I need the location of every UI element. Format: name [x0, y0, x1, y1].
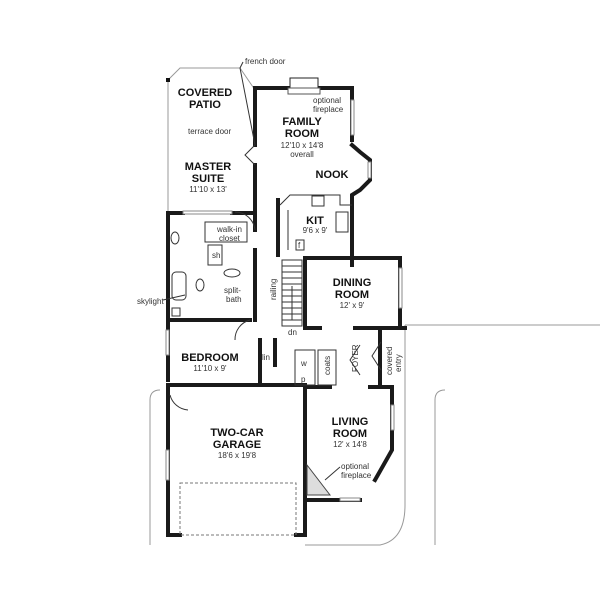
foyer-label: FOYER	[351, 344, 360, 372]
nook-label: NOOK	[316, 169, 349, 181]
kitchen-dim: 9'6 x 9'	[303, 226, 328, 235]
site-lines	[149, 324, 600, 546]
fireplace-bottom	[306, 463, 332, 496]
living-room-dim: 12' x 14'8	[333, 440, 367, 449]
family-room-label-2: ROOM	[285, 128, 319, 140]
living-room-label: LIVING	[332, 416, 369, 428]
optional-fireplace-top-note-2: fireplace	[313, 105, 344, 114]
covered-entry-note: covered	[385, 347, 394, 375]
fireplace-top	[287, 77, 321, 95]
family-room-dim: 12'10 x 14'8	[281, 141, 324, 150]
bedroom-dim: 11'10 x 9'	[193, 364, 227, 373]
covered-patio-label-2: PATIO	[189, 99, 221, 111]
closets	[294, 349, 337, 386]
stairs	[281, 259, 303, 327]
door-swings	[169, 211, 382, 411]
terrace-door-note: terrace door	[188, 127, 231, 136]
covered-patio-label: COVERED	[178, 87, 232, 99]
optional-fireplace-bottom-note: optional	[341, 462, 369, 471]
covered-entry-note-2: entry	[394, 354, 403, 372]
shower-note: sh	[212, 251, 220, 260]
walk-in-closet-note: walk-in	[216, 225, 242, 234]
dining-room-label-2: ROOM	[335, 289, 369, 301]
coats-note: coats	[323, 356, 332, 375]
bedroom-label: BEDROOM	[181, 352, 238, 364]
family-room-overall: overall	[290, 150, 314, 159]
railing-note: railing	[269, 279, 278, 300]
kitchen-fridge-note: f	[298, 241, 301, 250]
garage-door-outline	[179, 482, 297, 536]
french-door-leader	[239, 61, 256, 146]
skylight-leader	[162, 294, 186, 301]
french-door-note: french door	[245, 57, 286, 66]
walk-in-closet-note-2: closet	[219, 234, 241, 243]
windows	[165, 99, 403, 502]
dining-room-label: DINING	[333, 277, 372, 289]
master-suite-label-2: SUITE	[192, 173, 224, 185]
master-suite-label: MASTER	[185, 161, 232, 173]
family-room-label: FAMILY	[282, 116, 322, 128]
master-suite-dim: 11'10 x 13'	[189, 185, 227, 194]
bath-fixtures	[170, 221, 248, 317]
skylight-note: skylight	[137, 297, 164, 306]
fireplace-bottom-leader	[324, 466, 341, 481]
split-bath-note-2: bath	[226, 295, 242, 304]
optional-fireplace-bottom-note-2: fireplace	[341, 471, 372, 480]
linen-closet-note: lin	[262, 353, 270, 362]
pantry-note: p	[301, 375, 306, 384]
garage-dim: 18'6 x 19'8	[218, 451, 257, 460]
covered-patio-outline	[166, 67, 256, 213]
kitchen-counters	[279, 194, 352, 251]
walls	[166, 86, 407, 537]
washer-note: w	[300, 359, 307, 368]
garage-label-2: GARAGE	[213, 439, 261, 451]
split-bath-note: split-	[224, 286, 241, 295]
optional-fireplace-top-note: optional	[313, 96, 341, 105]
french-door-swing	[244, 144, 256, 166]
living-room-label-2: ROOM	[333, 428, 367, 440]
kitchen-label: KIT	[306, 215, 324, 227]
stairs-down-note: dn	[288, 328, 297, 337]
garage-label: TWO-CAR	[210, 427, 263, 439]
dining-room-dim: 12' x 9'	[340, 301, 365, 310]
